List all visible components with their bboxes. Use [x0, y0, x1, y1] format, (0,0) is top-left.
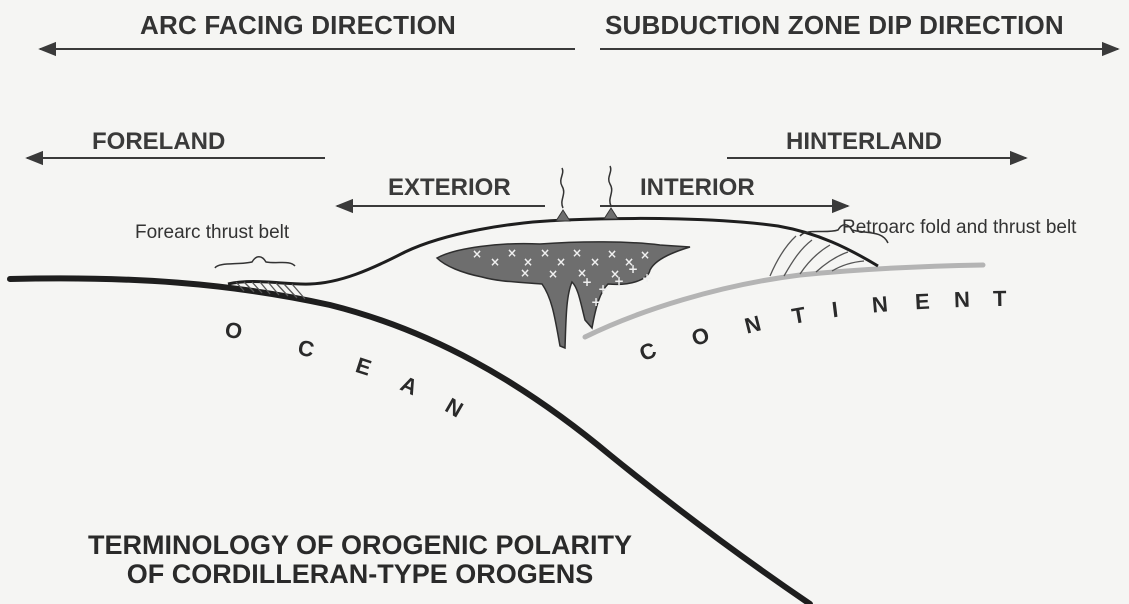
batholith-plus-symbol: + — [614, 275, 624, 287]
diagram-title: TERMINOLOGY OF OROGENIC POLARITY OF CORD… — [60, 531, 660, 588]
batholith-x-symbol: × — [607, 248, 617, 260]
batholith-x-symbol: × — [520, 267, 530, 279]
volcano-interior — [604, 208, 618, 219]
batholith-plus-symbol: + — [598, 283, 608, 295]
arc-facing-label: ARC FACING DIRECTION — [140, 12, 456, 38]
plume-interior — [609, 166, 612, 206]
exterior-label: EXTERIOR — [388, 176, 511, 200]
interior-label: INTERIOR — [640, 176, 755, 200]
forearc-brace — [215, 257, 295, 268]
subduction-dip-label: SUBDUCTION ZONE DIP DIRECTION — [605, 12, 1064, 38]
continent-letter: N — [954, 289, 971, 312]
batholith-x-symbol: × — [640, 249, 650, 261]
batholith-plus-symbol: + — [591, 296, 601, 308]
foreland-label: FORELAND — [92, 130, 225, 154]
continent-letter: T — [993, 288, 1007, 310]
title-line-2: OF CORDILLERAN-TYPE OROGENS — [60, 560, 660, 589]
batholith-plus-symbol: + — [628, 263, 638, 275]
batholith-x-symbol: × — [572, 247, 582, 259]
batholith-x-symbol: × — [540, 247, 550, 259]
forearc-label: Forearc thrust belt — [135, 223, 289, 242]
title-line-1: TERMINOLOGY OF OROGENIC POLARITY — [60, 531, 660, 560]
batholith-x-symbol: × — [507, 247, 517, 259]
batholith-plus-symbol: + — [582, 276, 592, 288]
continent-letter: N — [871, 293, 889, 316]
batholith-x-symbol: × — [590, 256, 600, 268]
retroarc-label: Retroarc fold and thrust belt — [842, 218, 1076, 237]
hinterland-label: HINTERLAND — [786, 130, 942, 154]
volcano-exterior — [556, 210, 570, 221]
ocean-letter: O — [224, 319, 244, 343]
batholith-x-symbol: × — [548, 268, 558, 280]
batholith-x-symbol: × — [490, 256, 500, 268]
batholith-x-symbol: × — [472, 248, 482, 260]
continent-letter: E — [914, 291, 930, 314]
plume-exterior — [561, 168, 564, 208]
batholith-plus-symbol: + — [642, 272, 652, 284]
